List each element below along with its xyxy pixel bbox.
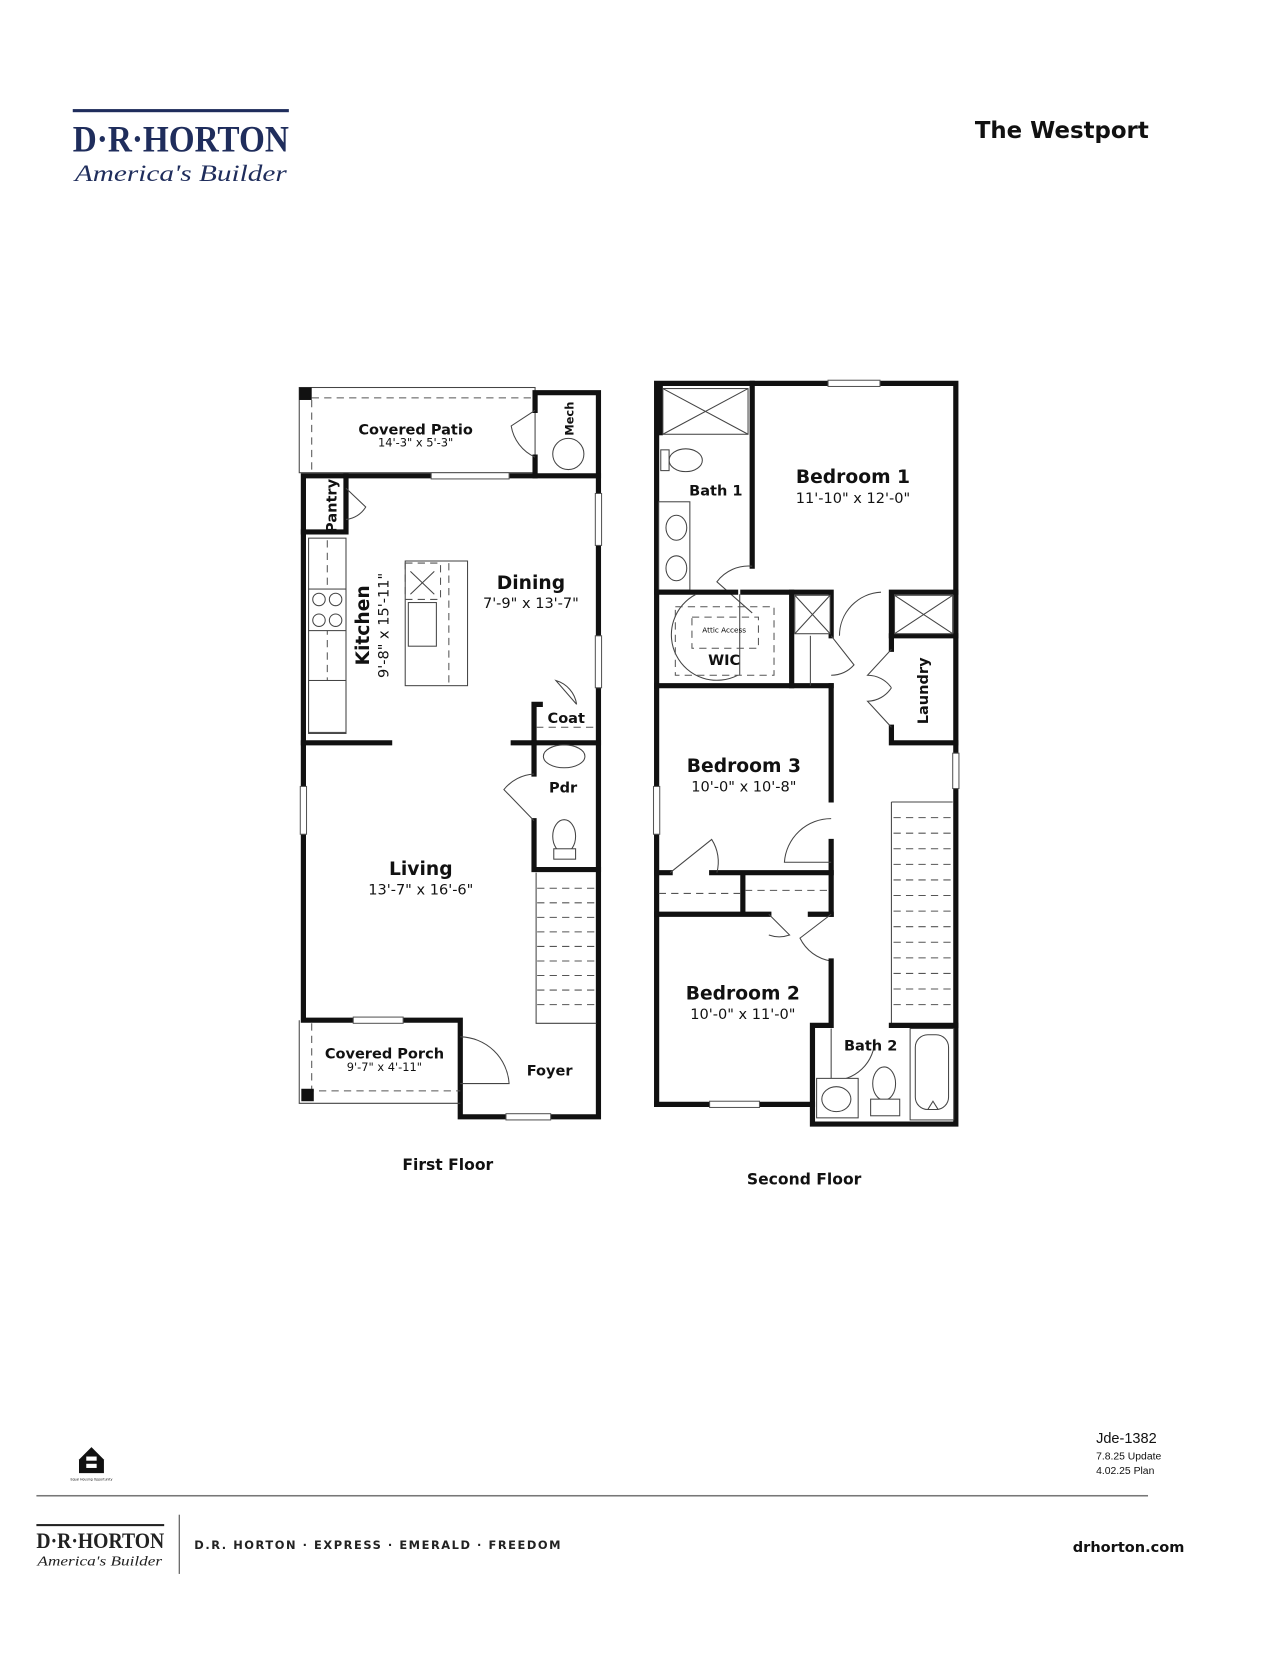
website-link[interactable]: drhorton.com <box>1073 1540 1185 1556</box>
kitchen-label: Kitchen <box>353 585 374 665</box>
logo-brand: D·R·HORTON <box>73 120 289 161</box>
covered-patio-dims: 14'-3" x 5'-3" <box>378 436 453 450</box>
bedroom3-label: Bedroom 3 <box>687 756 801 777</box>
dining-label: Dining <box>497 573 565 594</box>
pdr-label: Pdr <box>549 781 578 797</box>
plan-title: The Westport <box>975 118 1149 144</box>
logo-tagline: America's Builder <box>72 161 287 186</box>
first-floor-plan: Covered Patio 14'-3" x 5'-3" Mech Pantry… <box>298 386 603 1174</box>
upper-stairs <box>893 817 953 1006</box>
equal-housing-text: Equal Housing Opportunity <box>70 1477 112 1481</box>
bedroom2-dims: 10'-0" x 11'-0" <box>690 1007 795 1023</box>
stairs <box>537 887 597 1006</box>
covered-porch-label: Covered Porch <box>325 1047 444 1063</box>
footer-vertical-divider <box>178 1514 180 1574</box>
footer-divider <box>36 1494 1149 1497</box>
laundry-label: Laundry <box>916 657 932 724</box>
drhorton-logo: D·R·HORTON America's Builder <box>72 109 289 186</box>
plan-code: Jde-1382 <box>1096 1431 1157 1447</box>
footer-logo-tagline: America's Builder <box>36 1554 163 1569</box>
bedroom3-dims: 10'-0" x 10'-8" <box>691 780 796 796</box>
second-floor-caption: Second Floor <box>747 1170 862 1188</box>
first-floor-caption: First Floor <box>402 1156 493 1174</box>
bedroom2-label: Bedroom 2 <box>686 983 800 1004</box>
covered-porch-dims: 9'-7" x 4'-11" <box>347 1060 422 1074</box>
living-dims: 13'-7" x 16'-6" <box>368 882 473 898</box>
footer-brands: D.R. HORTON · EXPRESS · EMERALD · FREEDO… <box>194 1538 562 1552</box>
second-floor-plan: Bath 1 Bedroom 1 11'-10" x 12'-0" Attic … <box>652 379 960 1188</box>
living-label: Living <box>389 859 453 880</box>
equal-housing-icon: Equal Housing Opportunity <box>70 1447 113 1481</box>
footer-logo-brand: D·R·HORTON <box>36 1529 164 1553</box>
bath1-label: Bath 1 <box>689 484 742 500</box>
plan-date: 4.02.25 Plan <box>1096 1466 1154 1477</box>
attic-access-label: Attic Access <box>702 626 746 635</box>
coat-label: Coat <box>548 711 585 727</box>
update-date: 7.8.25 Update <box>1096 1452 1161 1463</box>
dining-dims: 7'-9" x 13'-7" <box>483 596 579 612</box>
pantry-label: Pantry <box>325 478 341 533</box>
kitchen-dims: 9'-8" x 15'-11" <box>377 573 393 678</box>
mech-label: Mech <box>563 402 577 436</box>
covered-patio-label: Covered Patio <box>358 422 472 438</box>
footer-logo: D·R·HORTON America's Builder <box>36 1524 164 1569</box>
foyer-label: Foyer <box>527 1063 574 1079</box>
wic-label: WIC <box>708 653 740 669</box>
bath2-label: Bath 2 <box>844 1038 897 1054</box>
bedroom1-label: Bedroom 1 <box>796 467 910 488</box>
bedroom1-dims: 11'-10" x 12'-0" <box>796 491 910 507</box>
